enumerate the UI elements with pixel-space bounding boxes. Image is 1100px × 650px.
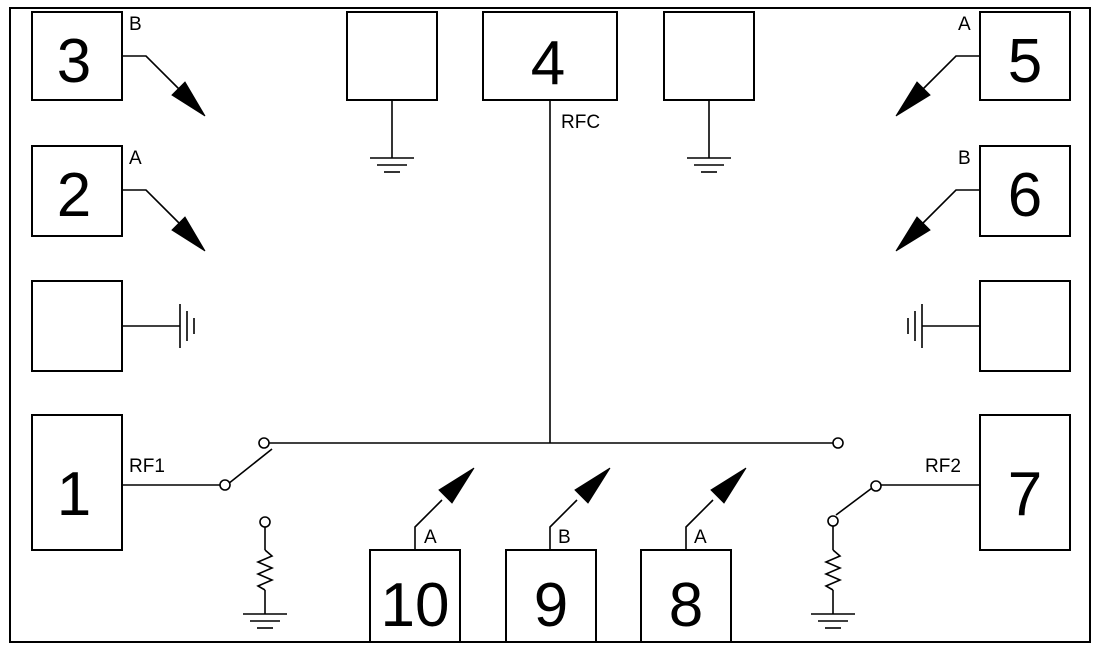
pin-6-number: 6 (1008, 161, 1042, 230)
pin-4-number: 4 (531, 29, 565, 98)
ground-symbol-top-right (686, 100, 732, 173)
control-label-pin-6: B (958, 148, 971, 169)
rf1-termination-resistor (242, 516, 288, 629)
ground-symbol-left (122, 303, 195, 349)
ground-pad-top-right (663, 11, 755, 101)
pin-3-pad: 3 (31, 11, 123, 101)
rf1-label: RF1 (129, 456, 165, 477)
ground-pad-right (979, 280, 1071, 372)
control-arrow-pin-5: A (895, 14, 980, 117)
control-arrow-pin-2: A (122, 148, 206, 252)
pin-9-pad: 9 (505, 549, 597, 643)
control-label-pin-10: A (424, 527, 437, 548)
pin-6-pad: 6 (979, 145, 1071, 237)
control-label-pin-8: A (694, 527, 707, 548)
pin-4-pad: 4 (482, 11, 618, 101)
control-arrow-pin-6: B (895, 148, 980, 252)
control-label-pin-3: B (129, 14, 142, 35)
ground-symbol-right (907, 303, 980, 349)
rf2-contact-node (870, 480, 882, 492)
pin-9-number: 9 (534, 571, 568, 640)
pin-5-number: 5 (1008, 27, 1042, 96)
pin-2-number: 2 (57, 161, 91, 230)
control-label-pin-2: A (129, 148, 142, 169)
rf2-bus-node (832, 437, 844, 449)
ground-symbol-top-left (369, 100, 415, 173)
control-arrow-pin-10: A (414, 467, 475, 550)
pin-8-number: 8 (669, 571, 703, 640)
control-label-pin-9: B (558, 527, 571, 548)
pin-8-pad: 8 (640, 549, 732, 643)
control-label-pin-5: A (958, 14, 971, 35)
rf1-switch: RF1 (122, 437, 273, 491)
pin-5-pad: 5 (979, 11, 1071, 101)
pin-7-number: 7 (1008, 460, 1042, 529)
rf2-switch: RF2 (832, 437, 980, 516)
pin-7-pad: 7 (979, 414, 1071, 551)
control-arrow-pin-3: B (122, 14, 206, 117)
control-arrow-pin-9: B (549, 467, 611, 550)
pin-2-pad: 2 (31, 145, 123, 237)
pin-10-number: 10 (381, 571, 450, 640)
rf1-bus-node (258, 437, 270, 449)
pin-1-pad: 1 (31, 414, 123, 551)
pin-1-number: 1 (57, 460, 91, 529)
ground-pad-left (31, 280, 123, 372)
rf2-label: RF2 (925, 456, 961, 477)
control-arrow-pin-8: A (685, 467, 747, 550)
rfc-label: RFC (561, 112, 600, 133)
pin-3-number: 3 (57, 27, 91, 96)
rf2-termination-resistor (810, 515, 856, 629)
rf1-contact-node (219, 479, 231, 491)
pin-10-pad: 10 (369, 549, 461, 643)
ground-pad-top-left (346, 11, 438, 101)
